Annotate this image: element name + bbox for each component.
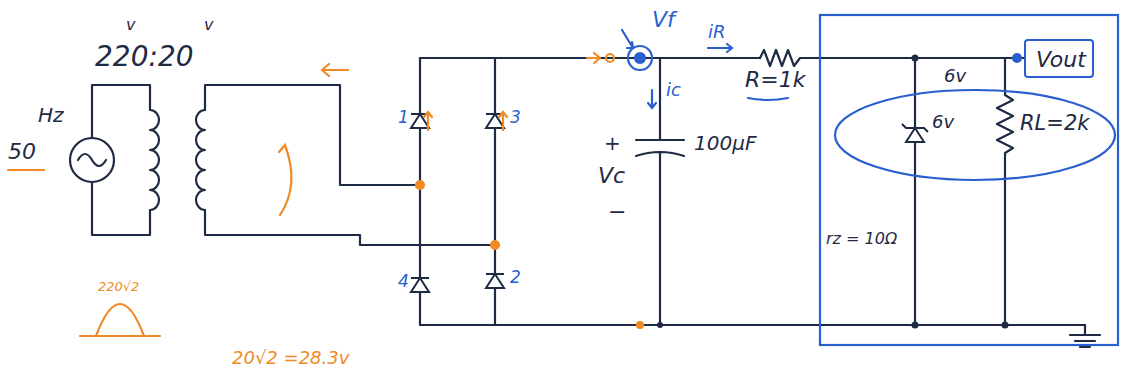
circuit-stroke [150, 110, 159, 210]
diode-symbols [411, 114, 928, 292]
circuit-stroke [820, 15, 1118, 345]
circuit-label: + [604, 132, 621, 154]
circuit-label: 1 [398, 108, 409, 127]
output-label: Vout [1036, 48, 1082, 72]
circuit-label: iR [708, 22, 726, 42]
circuit-label: RL=2k [1020, 112, 1089, 135]
circuit-stroke [416, 181, 424, 189]
circuit-label: 2 [510, 268, 521, 287]
circuit-stroke [708, 44, 732, 52]
circuit-stroke [424, 112, 432, 130]
circuit-stroke [322, 64, 348, 76]
circuit-label: 6v [932, 112, 954, 132]
circuit-label: Vc [598, 164, 625, 188]
circuit-stroke [902, 124, 928, 132]
circuit-stroke [78, 154, 106, 166]
circuit-stroke [906, 128, 924, 142]
circuit-stroke [92, 182, 150, 235]
circuit-label: v [126, 16, 135, 34]
circuit-stroke [411, 278, 429, 292]
junction-dots [657, 55, 1009, 329]
orange-annotations [8, 53, 643, 336]
circuit-stroke [648, 90, 656, 108]
circuit-stroke [635, 53, 645, 63]
circuit-stroke [912, 322, 919, 329]
circuit-label: 220√2 [98, 280, 139, 294]
circuit-stroke [411, 277, 429, 279]
circuit-stroke [205, 85, 420, 185]
circuit-stroke [637, 322, 643, 328]
circuit-stroke [486, 114, 504, 128]
circuit-stroke [587, 53, 600, 63]
circuit-stroke [657, 322, 663, 328]
circuit-stroke [1070, 325, 1100, 347]
circuit-stroke [499, 112, 507, 130]
circuit-stroke [205, 210, 495, 245]
circuit-stroke [486, 273, 504, 275]
circuit-stroke [748, 98, 788, 100]
circuit-stroke [912, 55, 919, 62]
circuit-label: 100μF [694, 132, 756, 154]
circuit-label: 3 [510, 108, 521, 127]
circuit-stroke [92, 85, 150, 138]
circuit-stroke [914, 58, 916, 325]
circuit-label: 50 [8, 140, 36, 164]
circuit-label: 6v [944, 66, 966, 86]
circuit-label: 4 [398, 272, 409, 291]
circuit-stroke [636, 58, 684, 325]
circuit-stroke [196, 110, 205, 210]
circuit-label: Vf [652, 8, 675, 32]
circuit-stroke [760, 50, 1005, 66]
circuit-stroke [1013, 54, 1021, 62]
circuit-stroke [279, 145, 291, 215]
circuit-label: R=1k [745, 68, 805, 92]
output-box: Vout [1024, 39, 1094, 78]
circuit-label: Hz [38, 104, 64, 126]
blue-annotations [622, 15, 1118, 345]
circuit-label: v [204, 16, 213, 34]
circuit-label: 20√2 =28.3v [232, 348, 349, 368]
circuit-stroke [70, 138, 114, 182]
circuit-stroke [1002, 322, 1009, 329]
circuit-stroke [835, 90, 1115, 180]
circuit-stroke [486, 274, 504, 288]
circuit-label: − [608, 200, 626, 224]
circuit-stroke [628, 46, 652, 70]
circuit-label: ic [666, 80, 681, 100]
circuit-label: rz = 10Ω [826, 230, 897, 248]
circuit-wires [70, 50, 1100, 347]
circuit-stroke [606, 54, 614, 62]
circuit-stroke [411, 114, 429, 128]
circuit-stroke [8, 169, 44, 171]
circuit-stroke [491, 241, 499, 249]
circuit-stroke [997, 58, 1013, 325]
circuit-stroke [80, 304, 160, 336]
circuit-stroke [420, 324, 1085, 326]
circuit-label: 220:20 [95, 42, 194, 73]
circuit-stroke [622, 30, 633, 48]
